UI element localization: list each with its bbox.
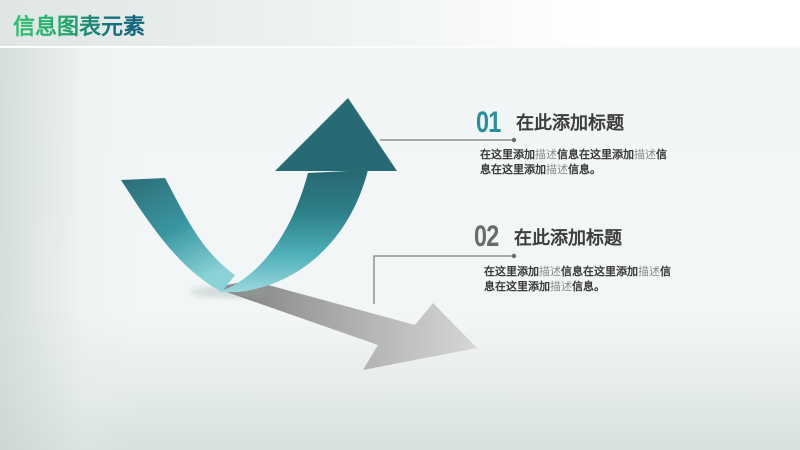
item-2-description: 在这里添加描述信息在这里添加描述信息在这里添加描述信息。	[484, 265, 671, 293]
header-divider	[0, 46, 800, 48]
up-arrow-icon	[121, 98, 397, 292]
connector-line-1	[380, 137, 517, 143]
connector-line-2	[373, 253, 517, 304]
item-1-description: 在这里添加描述信息在这里添加描述信息在这里添加描述信息。	[480, 148, 667, 176]
item-2-title: 在此添加标题	[514, 228, 622, 249]
header-bar	[0, 0, 800, 46]
item-2-number: 02	[474, 220, 499, 253]
item-1-number: 01	[476, 106, 501, 139]
page-title: 信息图表元素	[13, 9, 145, 41]
shadow-arrow-icon	[215, 280, 477, 370]
item-1-title: 在此添加标题	[516, 113, 624, 134]
background-side-shade	[0, 0, 140, 450]
